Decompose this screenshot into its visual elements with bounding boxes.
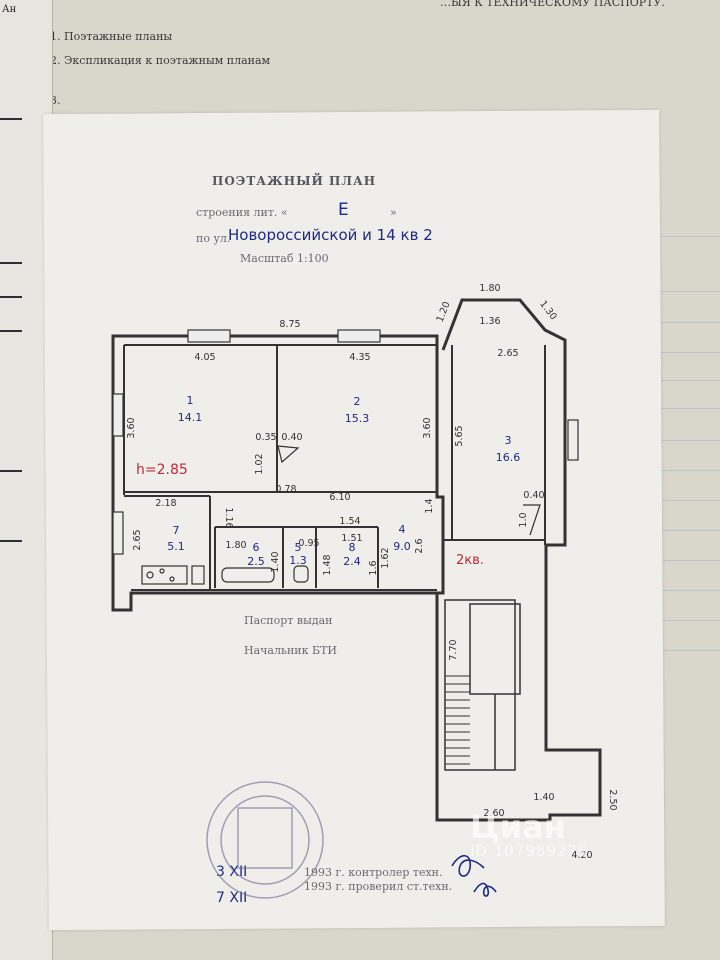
dim-porch-width: 4.20 [571,850,592,861]
dim-room2-depth: 3.60 [422,417,433,438]
room-area-6: 2.5 [247,555,265,568]
room-number-6: 6 [253,541,260,554]
watermark: Циан ID 107989279 [470,808,589,860]
dim-room1-depth: 3.60 [126,417,137,438]
room-area-4: 9.0 [393,540,411,553]
list-item-3: 3. [50,94,61,107]
dim-kitchen-width: 2.18 [155,498,176,509]
dim-10: 1.0 [518,512,529,527]
dim-14: 1.4 [424,498,435,513]
room-number-4: 4 [399,523,406,536]
list-item-floor-plans: 1. Поэтажные планы [50,30,173,43]
room-area-1: 14.1 [178,411,203,424]
dim-porch-depth: 2.50 [607,789,618,810]
dim-26: 2.6 [414,538,425,553]
dim-closet-depth: 1.02 [254,453,265,474]
plan-title: ПОЭТАЖНЫЙ ПЛАН [212,174,377,188]
dim-116: 1.16 [223,507,234,528]
dim-wc-width: 0.95 [298,538,319,549]
watermark-id: ID 107989279 [470,842,589,860]
dim-stair-length: 7.70 [448,639,459,660]
dim-room2-width: 4.35 [349,352,370,363]
left-sheet-label: Ан [2,4,17,15]
dim-total-width: 8.75 [279,319,300,330]
dim-kitchen-depth: 2.65 [132,529,143,550]
apartment-mark: 2кв. [456,553,484,568]
street-prefix: по ул. [196,232,231,245]
dim-bay-outer: 1.80 [479,283,500,294]
dim-hall-154: 1.54 [339,516,360,527]
room-number-5: 5 [295,541,302,554]
dim-pantry-width: 1.51 [341,533,362,544]
scale-label: Масштаб 1:100 [240,252,329,265]
room-number-2: 2 [354,395,361,408]
dim-bay-inner: 1.36 [479,316,500,327]
building-letter: Е [338,200,349,220]
dim-bay-right: 1.30 [537,299,559,322]
room-area-8: 2.4 [343,555,361,568]
dim-corridor-length: 6.10 [329,492,350,503]
dim-door-040: 0.40 [281,432,302,443]
dim-room3-width: 2.65 [497,348,518,359]
dim-room3-depth: 5.65 [454,425,465,446]
room-area-5: 1.3 [289,554,307,567]
room-number-7: 7 [173,524,180,537]
room-number-8: 8 [349,541,356,554]
dim-bay-left: 1.20 [435,300,453,324]
dim-162: 1.62 [380,547,391,568]
checked-line: 1993 г. проверил ст.техн. [304,880,453,893]
dim-door-035: 0.35 [255,432,276,443]
handwritten-date-2: 7 XII [216,890,248,906]
dim-140b: 1.40 [533,792,554,803]
bti-chief-line: Начальник БТИ [244,644,338,657]
room-number-1: 1 [187,394,194,407]
bti-seal-icon [206,781,324,899]
dim-16: 1.6 [368,560,379,575]
watermark-name: Циан [470,808,566,846]
controller-line: 1993 г. контролер техн. [304,866,443,879]
room-area-7: 5.1 [167,540,185,553]
ceiling-height: h=2.85 [136,462,188,478]
list-item-explication: 2. Экспликация к поэтажным планам [50,54,271,67]
dim-bath-width: 1.80 [225,540,246,551]
building-suffix: » [390,206,397,219]
room-number-3: 3 [505,434,512,447]
signature-icon [451,854,497,897]
passport-issued-line: Паспорт выдан [244,614,333,627]
dim-078: 0.78 [275,484,296,495]
street-value: Новороссийской и 14 кв 2 [228,226,433,244]
dim-040b: 0.40 [523,490,544,501]
dim-pantry-depth: 1.48 [322,554,333,575]
building-prefix: строения лит. « [196,206,288,219]
dim-room1-width: 4.05 [194,352,215,363]
room-area-3: 16.6 [496,451,521,464]
room-area-2: 15.3 [345,412,370,425]
dim-bath-depth: 1.40 [270,551,281,572]
passport-header: …ЫЯ К ТЕХНИЧЕСКОМУ ПАСПОРТУ. [440,0,665,9]
dim-stair-width: 2.60 [483,808,504,819]
